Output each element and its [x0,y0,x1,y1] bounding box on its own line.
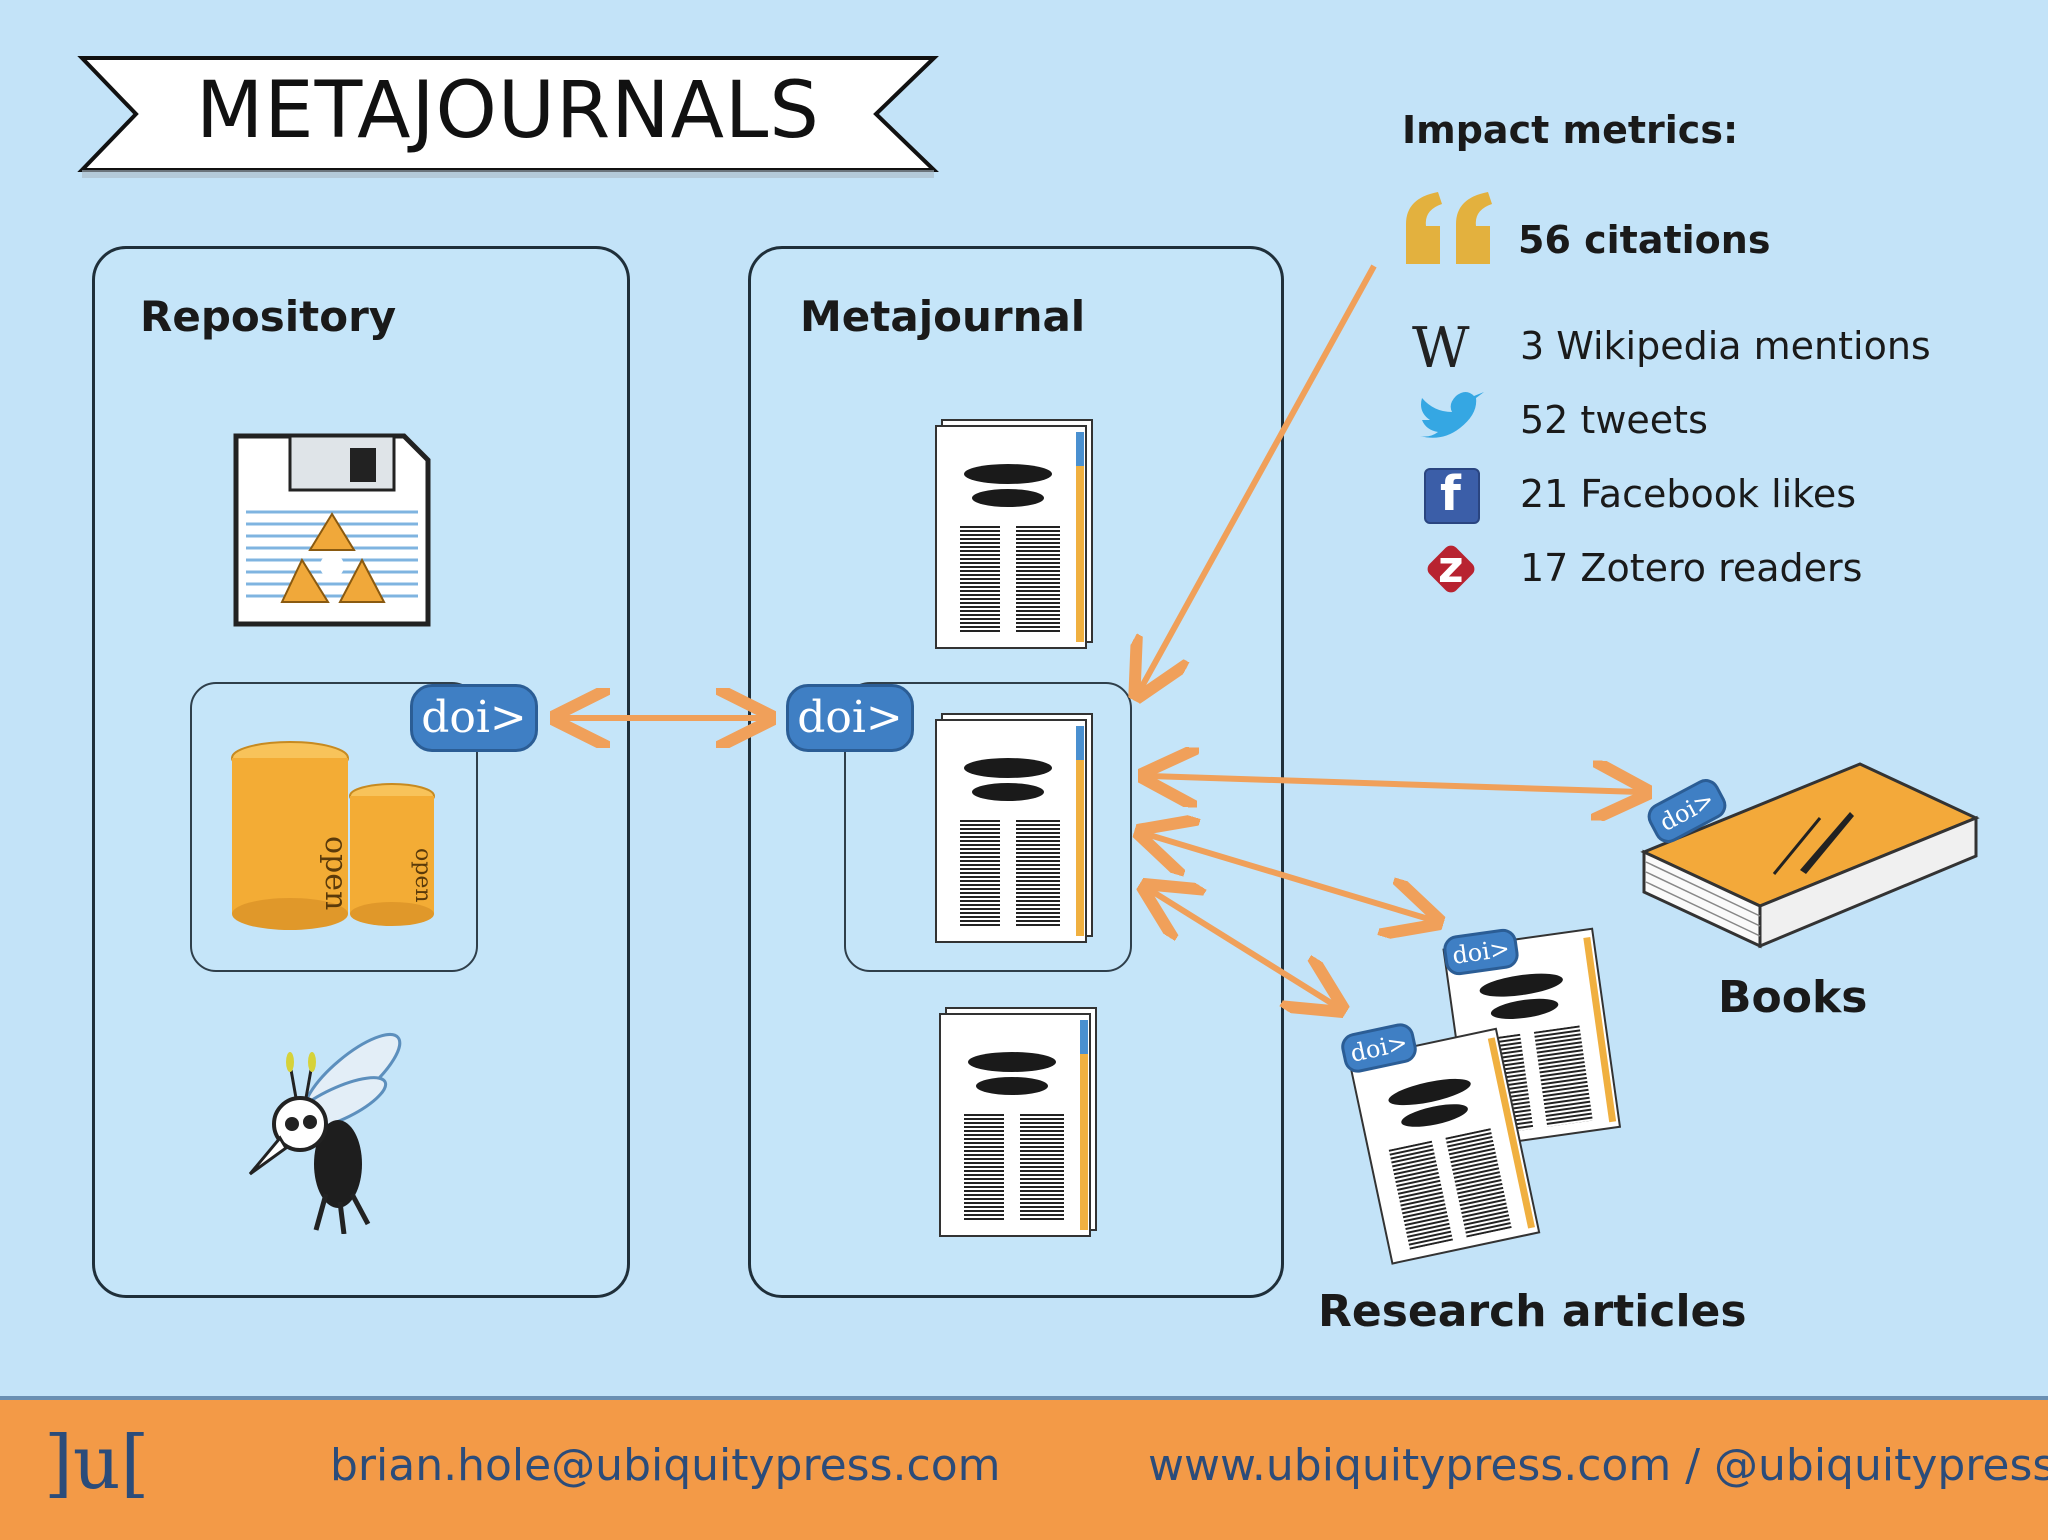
zotero-z-glyph: z [1438,542,1464,593]
quote-icon [1406,192,1492,264]
tweets-count: 52 tweets [1520,398,1708,442]
open-label-large: open [318,836,353,910]
website-and-handle[interactable]: www.ubiquitypress.com / @ubiquitypress [1148,1440,2048,1491]
facebook-icon [1424,468,1480,524]
doi-badge-repository: doi> [410,684,538,752]
connector-arrows [0,264,2048,1396]
wikipedia-mentions: 3 Wikipedia mentions [1520,324,1931,368]
books-arrow [1150,776,1640,792]
wikipedia-icon: W [1412,316,1470,381]
contact-email[interactable]: brian.hole@ubiquitypress.com [330,1440,1001,1491]
ubiquity-logo: ]u[ [44,1420,150,1506]
citations-count: 56 citations [1518,218,1771,262]
open-data-containers-icon: open open [231,741,435,930]
zotero-readers: 17 Zotero readers [1520,546,1863,590]
impact-metrics-arrow [1140,264,1377,690]
doi-badge-metajournal: doi> [786,684,914,752]
twitter-icon [1420,392,1484,438]
journal-document-icon [935,419,1093,649]
article-arrow-1 [1146,834,1432,920]
facebook-likes: 21 Facebook likes [1520,472,1857,516]
repository-doi-box [190,682,478,972]
metajournal-title: Metajournal [800,292,1086,341]
article-arrow-2 [1150,890,1336,1006]
books-label: Books [1718,972,1868,1023]
research-article-icon [1350,1027,1541,1265]
open-label-small: open [410,848,435,903]
floppy-recycle-icon [233,433,431,627]
journal-document-icon [935,713,1093,943]
banner-title: METAJOURNALS [196,66,820,156]
book-icon [1640,762,1980,949]
research-article-icon [1442,927,1622,1149]
footer-bar: ]u[ brian.hole@ubiquitypress.com www.ubi… [0,1396,2048,1540]
mosquito-icon [248,1033,402,1234]
journal-document-icon [939,1007,1097,1237]
impact-heading: Impact metrics: [1402,108,1739,152]
repository-panel [92,246,630,1298]
repository-title: Repository [140,292,397,341]
title-banner [77,56,939,178]
research-articles-label: Research articles [1318,1286,1747,1337]
facebook-f-glyph: f [1440,466,1461,522]
